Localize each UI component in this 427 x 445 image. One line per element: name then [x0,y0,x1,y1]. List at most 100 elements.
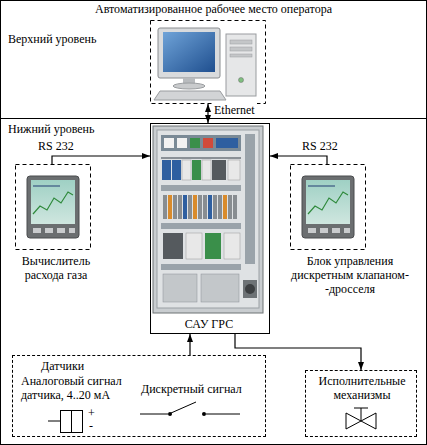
control-cabinet-picture [233,195,237,219]
valve-symbol [361,408,362,421]
interface-label: Ethernet [212,103,257,117]
node-sublabel: Аналоговый сигнал датчика, 4..20 мА [21,374,139,402]
valve-symbol [346,408,376,429]
sensor-symbols [171,402,196,413]
control-cabinet-picture [203,138,213,148]
sensors-box: ДатчикиАналоговый сигнал датчика, 4..20 … [12,355,266,437]
node-label: Датчики [41,359,84,373]
control-cabinet-picture [190,138,200,148]
control-cabinet-picture [163,274,197,302]
control-cabinet-picture [168,195,172,219]
control-cabinet-picture [153,126,263,313]
valve-controller-picture [344,228,350,233]
valve-controller-picture [308,192,348,214]
workstation-picture [173,83,205,89]
workstation-picture [230,40,252,44]
flow-computer-picture [31,180,75,224]
sensor-symbols [71,411,72,433]
connector-arrow [235,334,361,370]
control-cabinet-picture [163,195,167,219]
flow-computer-picture [27,176,79,238]
actuators-box: Исполнительные механизмы [305,370,417,437]
workstation-picture [163,32,215,72]
flow-computer-picture [33,228,41,233]
workstation-picture [239,78,244,83]
control-cabinet-picture [161,157,241,159]
valve-controller-picture [320,228,328,233]
connector-arrow [270,156,327,164]
node-sublabel: Дискретный сигнал [141,382,259,396]
control-cabinet-picture [161,185,241,191]
control-cabinet-picture [161,135,241,151]
control-cabinet: САУ ГРС [150,123,270,334]
polarity-sign: + [88,406,95,420]
control-cabinet-picture [182,160,191,180]
control-cabinet-picture [186,233,202,259]
control-cabinet-picture [218,195,222,219]
workstation-picture [154,91,226,100]
node-label: Исполнительные механизмы [312,374,412,402]
valve-control-unit: Блок управления дискретным клапаном- -др… [280,164,420,309]
workstation-picture [226,34,256,96]
interface-label: RS 232 [300,139,340,153]
workstation-node: Автоматизированное рабочее место операто… [80,2,347,104]
control-cabinet-picture [245,284,255,294]
workstation-picture [151,21,266,104]
sensor-symbols [202,412,206,416]
control-cabinet-picture [172,160,181,180]
flow-computer-picture [45,228,53,233]
control-cabinet-picture [208,195,212,219]
control-cabinet-picture [198,195,202,219]
node-label: Нижний уровень [8,122,94,136]
node-label: Блок управления дискретным клапаном- -др… [285,254,415,296]
workstation-picture [158,28,220,78]
sensor-symbols [48,421,60,422]
polarity-sign: - [89,419,93,433]
flow-computer-picture [33,185,60,187]
control-cabinet-picture [164,138,174,148]
control-cabinet-picture [216,138,238,148]
valve-controller-picture [306,180,350,224]
valve-controller-picture [332,228,340,233]
flow-computer-picture [69,228,75,233]
upper-level-band: Верхний уровеньАвтоматизированное рабоче… [0,0,427,119]
workstation-picture [230,47,252,51]
control-cabinet-picture [203,195,207,219]
control-cabinet-picture [243,280,257,298]
flow-computer-picture [57,228,65,233]
control-cabinet-picture [201,274,239,302]
control-cabinet-picture [153,126,263,313]
control-cabinet-picture [202,160,211,180]
control-cabinet-picture [193,195,197,219]
valve-controller-picture [302,176,354,238]
connector-arrow [207,104,208,123]
flow-computer: Вычислитель расхода газа [12,164,100,294]
workstation-picture [230,54,252,57]
valve-controller-picture [291,165,366,250]
control-cabinet-picture [183,195,187,219]
lower-level-band: Нижний уровеньСАУ ГРС Вычислитель расхода… [0,119,427,445]
node-label: Верхний уровень [8,32,96,46]
flow-computer-picture [33,192,73,214]
control-cabinet-picture [228,195,232,219]
node-label: САУ ГРС [151,317,267,331]
flow-computer-picture [16,165,91,250]
control-cabinet-picture [223,195,227,219]
control-cabinet-picture [213,195,217,219]
control-cabinet-picture [188,195,192,219]
node-label: Вычислитель расхода газа [12,254,100,282]
control-cabinet-picture [178,195,182,219]
control-cabinet-picture [224,233,240,259]
sensor-symbols [140,414,168,415]
control-cabinet-picture [161,223,241,229]
control-cabinet-picture [157,130,259,308]
flow-computer-picture [16,165,91,250]
connector-arrow [52,156,150,164]
sensor-symbols [206,414,240,415]
control-cabinet-picture [162,160,171,180]
control-cabinet-picture [163,233,183,259]
valve-symbol [346,413,361,429]
control-cabinet-picture [192,160,201,180]
